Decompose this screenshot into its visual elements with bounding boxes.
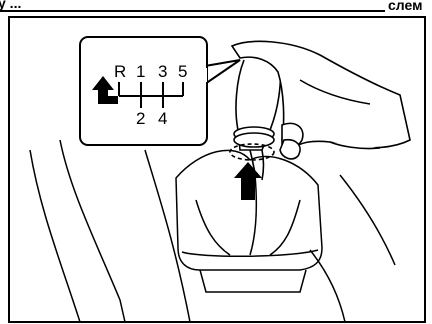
gear-label-5: 5 [178,62,187,81]
header-right-fragment: слем [388,0,422,13]
callout-pointer [205,60,240,84]
gear-label-1: 1 [136,62,145,81]
shift-pattern-callout: R 1 3 5 2 4 [80,37,240,145]
gear-label-3: 3 [158,62,167,81]
center-console [30,140,395,322]
bold-up-arrow-icon [234,162,262,200]
gear-label-2: 2 [136,109,145,128]
collar-lift-arrow [234,162,262,200]
gear-label-4: 4 [158,109,167,128]
figure-frame [9,17,425,322]
shift-lever [230,60,281,180]
header-left-fragment: у ... [0,0,21,11]
gear-label-r: R [114,62,126,81]
